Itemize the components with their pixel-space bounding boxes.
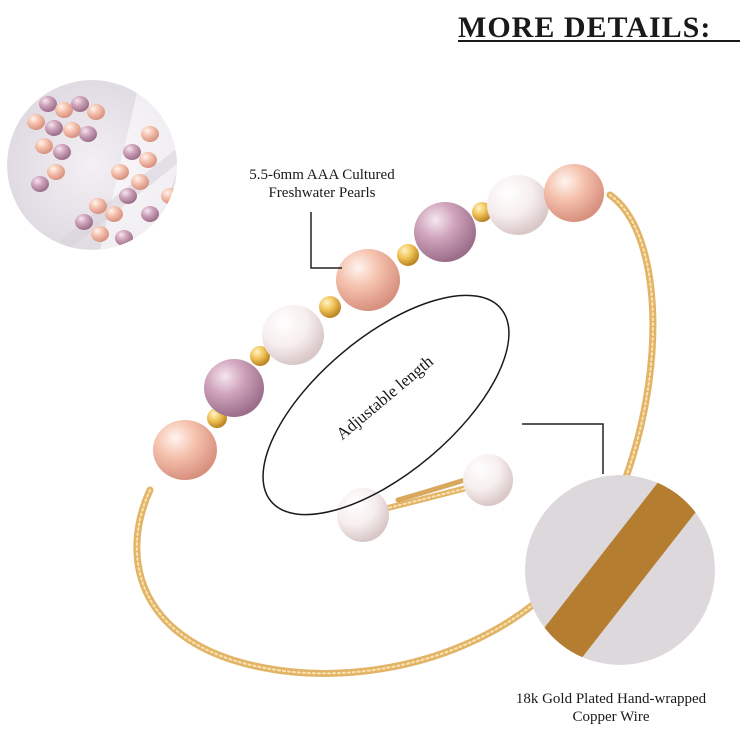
pearl: [204, 359, 264, 417]
adjustable-length-oval: [262, 294, 510, 516]
gold-bead: [472, 202, 492, 222]
wire-caption-line-1: 18k Gold Plated Hand-wrapped: [515, 691, 707, 707]
pearl-callout-leader: [310, 212, 342, 269]
pearl-strand: [153, 164, 604, 542]
end-pearl: [337, 488, 389, 542]
pearl: [153, 420, 217, 480]
pearl: [262, 305, 324, 365]
pearl-caption-line-2: Freshwater Pearls: [268, 185, 376, 201]
loose-pearls-detail: [7, 80, 177, 250]
coil-wire-detail: [525, 475, 715, 665]
wire-caption-line-2: Copper Wire: [572, 709, 650, 725]
wire-callout-leader: [522, 423, 604, 474]
pearl-size-caption: 5.5-6mm AAA Cultured Freshwater Pearls: [222, 166, 422, 202]
gold-bead: [319, 296, 341, 318]
pearl-caption-line-1: 5.5-6mm AAA Cultured: [249, 167, 395, 183]
section-title: MORE DETAILS:: [458, 11, 712, 44]
pearl: [414, 202, 476, 262]
wire-material-caption: 18k Gold Plated Hand-wrapped Copper Wire: [480, 690, 742, 726]
pearl: [487, 175, 549, 235]
pearl: [544, 164, 604, 222]
pearl: [336, 249, 400, 311]
gold-bead: [397, 244, 419, 266]
gold-bead: [250, 346, 270, 366]
end-pearl: [463, 454, 513, 506]
title-underline: [458, 40, 740, 42]
